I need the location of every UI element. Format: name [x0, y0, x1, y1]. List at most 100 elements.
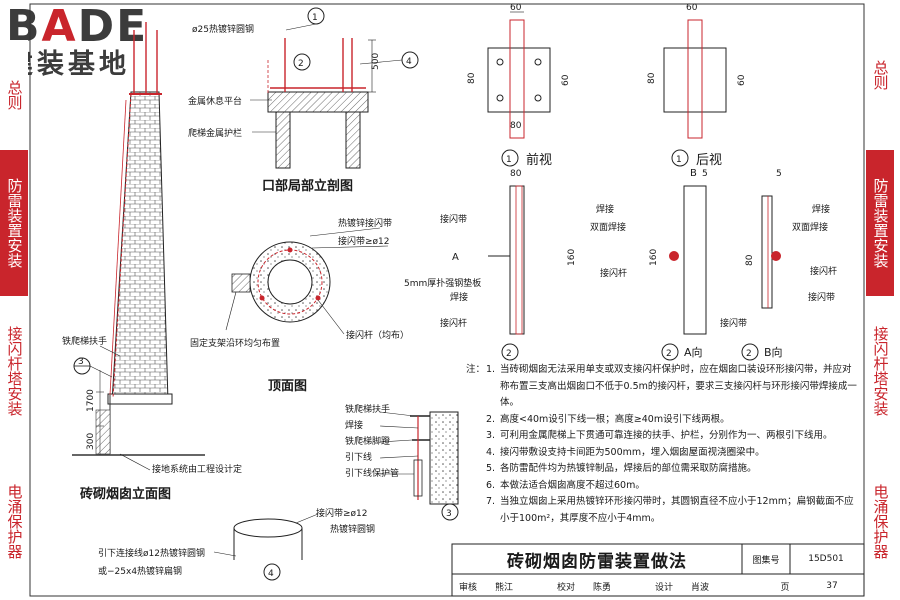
callout-2-a: 2 [666, 349, 672, 359]
check-label: 校对 [556, 582, 575, 593]
note-num: 6. [486, 479, 496, 491]
note-num: 5. [486, 463, 496, 474]
note-num: 1. [486, 364, 496, 375]
note-text: 高度<40m设引下线一根；高度≥40m设引下线两根。 [500, 413, 730, 425]
chimney-elevation: 1700 300 3 铁爬梯扶手 接地系统由工程设计定 砖砌烟囱立面图 [62, 22, 242, 502]
note-num: 2. [486, 413, 496, 425]
rear-dim-60-right: 60 [737, 74, 747, 86]
dim-500: 500 [371, 53, 381, 70]
a-double-weld-label: 双面焊接 [590, 221, 626, 233]
rear-dim-80-left: 80 [647, 72, 657, 84]
note-text: 本做法适合烟囱高度不超过60m。 [500, 479, 645, 491]
sidebar-right-item-general[interactable]: 总则 [866, 0, 894, 150]
detail-3: 铁爬梯扶手 焊接 铁爬梯脚蹬 引下线 引下线保护管 3 [345, 403, 459, 521]
b-dim-80: 80 [745, 254, 755, 266]
atlas-label: 图集号 [752, 555, 780, 566]
checker-name: 陈勇 [592, 582, 611, 593]
b-rod-label: 接闪杆 [810, 265, 837, 277]
sheet-frame [29, 3, 865, 597]
design-label: 设计 [654, 582, 673, 593]
a-dim-160: 160 [649, 249, 659, 266]
notes-label: 注： [466, 364, 486, 375]
sidebar-left-item-general[interactable]: 总则 [0, 40, 28, 150]
note-item: 7. 当独立烟囱上采用热镀锌环形接闪带时，其圆钢直径不应小于12mm；扁钢截面不应… [486, 494, 858, 527]
ring-steel-label: 热镀锌圆钢 [330, 523, 375, 535]
view-b-title: B向 [764, 345, 783, 359]
a-rod-label: 接闪杆 [600, 267, 627, 279]
callout-1-rear: 1 [676, 155, 682, 165]
arrow-a: A [452, 252, 459, 263]
detail-2-b-view: 焊接 双面焊接 5 80 接闪杆 接闪带 2 B向 [741, 169, 837, 361]
sidebar-left-item-surge-protector[interactable]: 电涌保护器 [0, 446, 28, 596]
callout-4-detail: 4 [268, 569, 274, 579]
note-item: 4. 接闪带敷设支持卡间距为500mm，埋入烟囱屋面视浇圈梁中。 [486, 445, 858, 462]
sidebar-left-item-lightning-device[interactable]: 防雷装置安装 [0, 150, 28, 296]
note-text: 当砖砌烟囱无法采用单支或双支接闪杆保护时，应在烟囱口装设环形接闪带，并应对称布置… [500, 364, 857, 408]
designer-name: 肖波 [690, 582, 709, 593]
note-item: 1. 当砖砌烟囱无法采用单支或双支接闪杆保护时，应在烟囱口装设环形接闪带，并应对称… [486, 362, 858, 412]
top-view: 热镀锌接闪带 接闪带≥ø12 接闪杆（均布） 固定支架沿环均匀布置 顶面图 [190, 217, 409, 394]
down-conductor-elev [112, 93, 132, 399]
pipe-detail-3: 铁爬梯脚蹬 [345, 435, 390, 447]
ground-design-label: 接地系统由工程设计定 [152, 463, 242, 475]
b-weld-label: 焊接 [812, 203, 830, 215]
reviewer-name: 熊江 [494, 582, 513, 593]
pad-label: 5mm厚扑强钢垫板 [404, 277, 481, 289]
a-weld-label: 焊接 [596, 203, 614, 215]
note-num: 4. [486, 446, 496, 458]
b-strap-label: 接闪带 [808, 291, 835, 303]
note-text: 可利用金属爬梯上下贯通可靠连接的扶手、护栏，分别作为一、两根引下线用。 [500, 430, 833, 441]
callout-3-elev-num: 3 [78, 357, 84, 367]
chimney-base-ring [107, 393, 173, 405]
rear-view-title: 后视 [696, 153, 722, 168]
side-dim-80: 80 [510, 169, 522, 179]
page-number: 37 [826, 581, 838, 591]
note-text: 各防雷配件均为热镀锌制品，焊接后的部位需采取防腐措施。 [500, 463, 757, 474]
callout-1-sec: 1 [312, 13, 318, 23]
chimney-body [111, 91, 169, 403]
callout-1-front: 1 [506, 155, 512, 165]
sidebar-left-item-rod-tower[interactable]: 接闪杆塔安装 [0, 296, 28, 446]
plate-rear-view: 60 80 60 1 后视 [647, 3, 747, 168]
side-weld-label: 焊接 [450, 291, 468, 303]
drawing-title: 砖砌烟囱防雷装置做法 [507, 551, 687, 572]
sidebar-right-item-rod-tower[interactable]: 接闪杆塔安装 [866, 296, 894, 446]
rod-even-label: 接闪杆（均布） [346, 329, 409, 341]
note-text: 接闪带敷设支持卡间距为500mm，埋入烟囱屋面视浇圈梁中。 [500, 446, 765, 458]
page-label: 页 [780, 582, 790, 593]
ladder-rail-elev [109, 99, 127, 396]
detail-2-side: A 80 160 接闪带 5mm厚扑强钢垫板 焊接 接闪杆 2 [404, 169, 577, 361]
section-title: 口部局部立剖图 [262, 178, 353, 194]
arrow-b: B [690, 168, 697, 179]
a-dim-5: 5 [702, 169, 708, 179]
pipe-detail-5: 引下线保护管 [345, 467, 399, 479]
guard-label: 爬梯金属护栏 [188, 127, 242, 139]
callout-2-side: 2 [506, 349, 512, 359]
detail-4: 接闪带≥ø12 热镀锌圆钢 引下连接线ø12热镀锌圆钢 或−25x4热镀锌扁钢 … [98, 507, 375, 581]
front-dim-80-left: 80 [467, 72, 477, 84]
sidebar-right-item-lightning-device[interactable]: 防雷装置安装 [866, 150, 894, 296]
note-text: 当独立烟囱上采用热镀锌环形接闪带时，其圆钢直径不应小于12mm；扁钢截面不应小于… [500, 496, 854, 524]
side-strap-label: 接闪带 [440, 213, 467, 225]
b-dim-5: 5 [776, 169, 782, 179]
ring-strap-label: 接闪带≥ø12 [316, 507, 368, 519]
mouth-section: 500 1 2 4 ø25热镀锌圆钢 金属休息平台 爬梯金属护栏 口部局部立剖图 [188, 7, 419, 194]
downlead-alt-label: 或−25x4热镀锌扁钢 [98, 565, 182, 577]
note-item: 2. 高度<40m设引下线一根；高度≥40m设引下线两根。 [486, 412, 858, 429]
sidebar-right-item-surge-protector[interactable]: 电涌保护器 [866, 446, 894, 596]
pipe-detail-4: 引下线 [345, 451, 372, 463]
strap-spec-label: 接闪带≥ø12 [338, 235, 390, 247]
pipe-detail-2: 焊接 [345, 419, 363, 431]
callout-2-b: 2 [746, 349, 752, 359]
front-dim-60-top: 60 [510, 3, 522, 13]
top-view-title: 顶面图 [268, 379, 307, 394]
note-item: 5. 各防雷配件均为热镀锌制品，焊接后的部位需采取防腐措施。 [486, 461, 858, 478]
detail-2-a-view: 焊接 双面焊接 接闪杆 5 B 160 接闪带 2 A向 [590, 168, 747, 361]
callout-2-sec: 2 [298, 59, 304, 69]
note-item: 3.可利用金属爬梯上下贯通可靠连接的扶手、护栏，分别作为一、两根引下线用。 [486, 428, 858, 445]
note-num: 7. [486, 496, 496, 507]
atlas-number: 15D501 [808, 554, 844, 564]
a-strap-label: 接闪带 [720, 317, 747, 329]
title-block-grid [451, 543, 865, 597]
dim-300: 300 [86, 433, 96, 450]
